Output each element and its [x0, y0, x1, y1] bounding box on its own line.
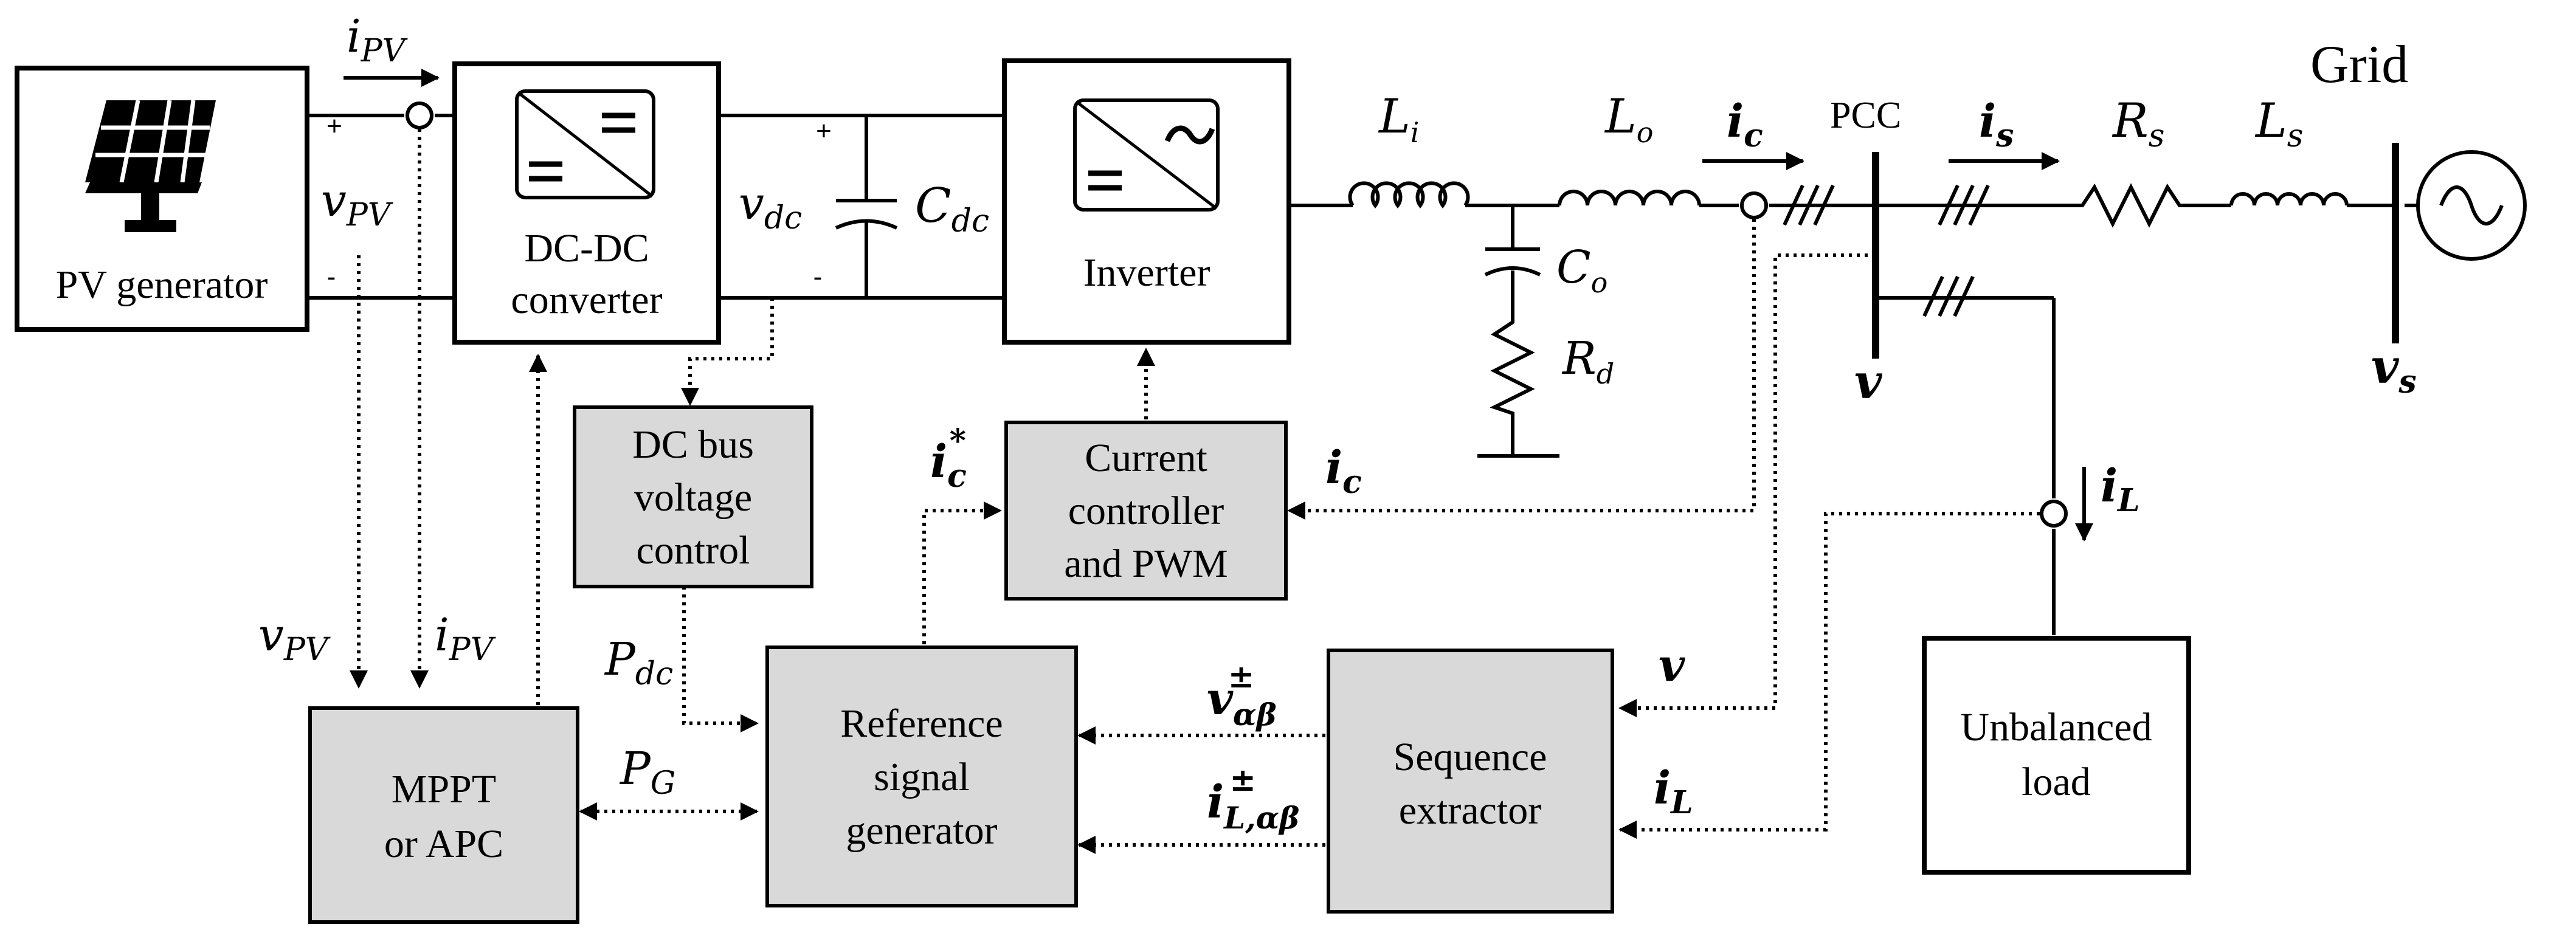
pv-minus-sign: - — [327, 262, 336, 292]
current-label-line1: Current — [1085, 436, 1207, 480]
seq-label-line1: Sequence — [1393, 735, 1547, 779]
mppt-label-line2: or APC — [384, 822, 503, 866]
grid-label: Grid — [2310, 35, 2408, 94]
capacitor-cdc — [835, 199, 898, 230]
current-label-line2: controller — [1068, 489, 1224, 533]
current-arrows — [344, 69, 2093, 542]
label-rs: Rs — [2112, 94, 2164, 154]
mppt-label-line1: MPPT — [392, 767, 496, 811]
measure-node-ic — [1740, 191, 1768, 219]
label-ls: Ls — [2254, 94, 2303, 154]
pv-plus-sign: + — [326, 111, 342, 141]
three-phase-marks — [1783, 184, 1990, 317]
seq-label-line2: extractor — [1399, 788, 1542, 833]
dcdc-label-line1: DC-DC — [524, 226, 649, 270]
ref-label-line2: signal — [874, 755, 970, 799]
dcdc-converter-block: DC-DC converter — [452, 61, 721, 345]
label-v-seq: v — [1659, 639, 1685, 692]
ref-label-line1: Reference — [840, 701, 1003, 746]
inductor-li — [1348, 181, 1470, 209]
solar-panel-icon — [85, 100, 216, 232]
pcc-label: PCC — [1830, 95, 1901, 136]
label-vpv-top: vPV — [321, 174, 393, 233]
mppt-block: MPPT or APC — [308, 706, 579, 924]
label-ic-ref: ic* — [930, 422, 967, 495]
label-v-alphabeta: vαβ± — [1207, 658, 1277, 732]
inverter-symbol-icon — [1073, 98, 1220, 212]
inductor-ls — [2229, 192, 2349, 206]
dc-bus-control-block: DC bus voltage control — [573, 405, 813, 588]
label-cdc: Cdc — [915, 179, 989, 239]
label-li: Li — [1378, 89, 1420, 149]
resistor-rs — [2073, 183, 2189, 228]
label-vdc: vdc — [739, 177, 802, 236]
label-co: Co — [1556, 241, 1607, 299]
label-ipv-bottom: iPV — [435, 609, 496, 668]
inverter-label: Inverter — [1083, 250, 1210, 295]
label-il-seq: iL — [1654, 762, 1693, 821]
signal-lines — [350, 129, 2040, 854]
dcdc-label-line2: converter — [511, 278, 662, 322]
current-controller-block: Current controller and PWM — [1004, 421, 1288, 601]
pv-generator-block: PV generator — [15, 66, 309, 332]
resistor-rd — [1490, 316, 1535, 419]
dcbus-label-line3: control — [637, 528, 750, 573]
dcdc-symbol-icon — [515, 89, 655, 199]
ref-label-line3: generator — [846, 808, 997, 853]
power-wires — [307, 114, 2417, 635]
inductor-lo — [1558, 190, 1701, 206]
dcbus-label-line2: voltage — [634, 475, 752, 520]
measure-node-ipv — [406, 102, 433, 129]
label-il-alphabeta: iL,αβ± — [1207, 762, 1299, 836]
label-ic-top: ic — [1727, 95, 1763, 154]
label-rd: Rd — [1561, 332, 1614, 390]
dc-plus-sign: + — [816, 116, 832, 146]
label-ipv-top: iPV — [347, 10, 408, 69]
capacitor-co — [1484, 247, 1541, 277]
label-is: is — [1979, 95, 2014, 154]
dcbus-label-line1: DC bus — [632, 422, 754, 467]
reference-generator-block: Reference signal generator — [765, 646, 1078, 907]
inverter-block: Inverter — [1002, 58, 1291, 345]
label-v-pcc: v — [1854, 354, 1883, 410]
label-ic-feedback: ic — [1325, 442, 1362, 501]
pv-generator-label: PV generator — [56, 263, 268, 307]
current-label-line3: and PWM — [1064, 542, 1228, 586]
label-vs: vs — [2371, 339, 2417, 401]
label-vpv-bottom: vPV — [258, 609, 331, 668]
load-label-line1: Unbalanced — [1960, 705, 2152, 749]
label-pdc: Pdc — [604, 633, 673, 692]
grid-source-icon — [2416, 150, 2527, 261]
measure-node-il — [2040, 500, 2068, 528]
label-pg: PG — [619, 743, 675, 802]
unbalanced-load-block: Unbalanced load — [1922, 636, 2191, 875]
sequence-extractor-block: Sequence extractor — [1327, 649, 1614, 914]
dc-minus-sign: - — [813, 262, 823, 292]
label-lo: Lo — [1604, 89, 1654, 149]
load-label-line2: load — [2022, 760, 2091, 804]
label-il-load: iL — [2101, 460, 2140, 519]
